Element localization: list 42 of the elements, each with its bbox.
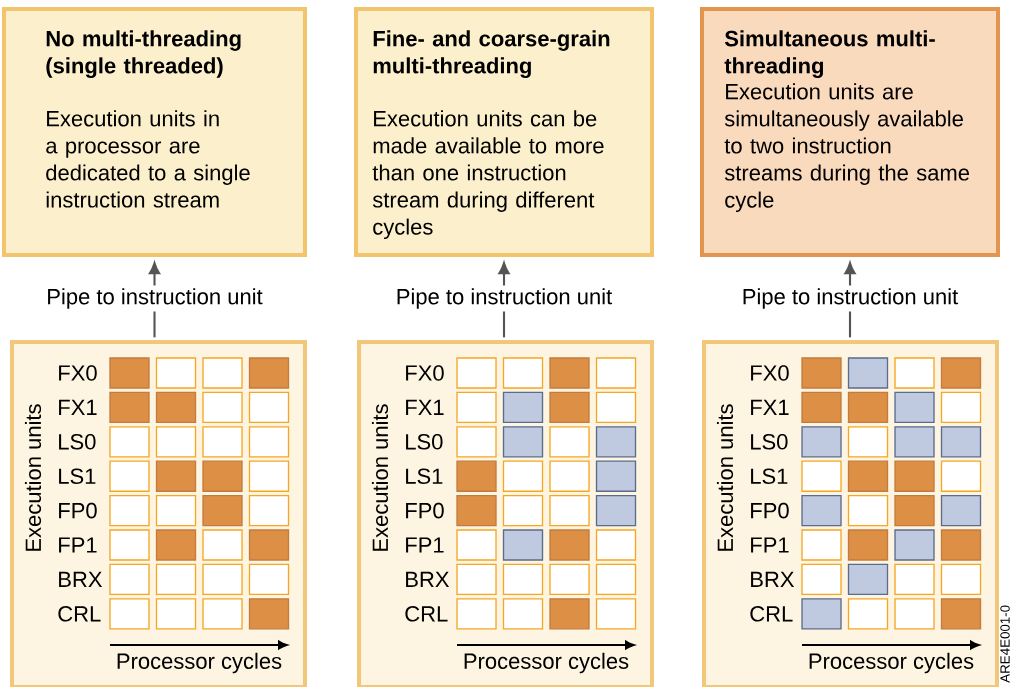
box-heading: Fine- and coarse-grain multi-threading [373,30,610,78]
row-label: FX0 [59,365,97,381]
text-box [700,7,1000,257]
edge-label: Pipe to instruction unit [393,285,615,312]
row-label: LS1 [59,468,96,484]
box-heading: Simultaneous multi-threading [724,30,935,78]
axis-label: Execution units [371,404,389,551]
row-label: LS1 [751,468,788,484]
row-label: FX1 [751,399,789,415]
axis-label: Processor cycles [117,652,282,674]
axis-label: Execution units [24,404,42,551]
box-text: Execution units can be made available to more than one instruction stream during different cycles [372,110,604,240]
edge-label: Pipe to instruction unit [43,285,266,312]
text-box [2,7,307,257]
row-label: LS0 [751,434,788,450]
row-label: CRL [58,606,101,622]
axis-label: Processor cycles [809,652,974,674]
box-text: Execution units in a processor are dedicated to a single instruction stream [46,110,250,208]
axis-label: Execution units [716,404,734,551]
row-label: FX0 [751,365,789,381]
row-label: CRL [750,606,793,622]
row-label: BRX [751,571,795,587]
row-label: FP1 [406,537,444,553]
row-label: FP0 [406,502,444,519]
row-label: LS1 [406,468,443,484]
box-heading: No multi-threading (single threaded) [46,30,241,78]
row-label: CRL [405,606,448,622]
text-box [354,7,654,257]
edge-label: Pipe to instruction unit [739,285,961,312]
row-label: FP0 [751,502,789,519]
row-label: FX0 [406,365,444,381]
row-label: FX1 [406,399,444,415]
row-label: LS0 [406,434,443,450]
row-label: BRX [406,571,450,587]
row-label: LS0 [59,434,96,450]
row-label: FP1 [751,537,789,553]
row-label: FX1 [59,399,97,415]
box-text: Execution units are simultaneously available to two instruction streams during the same cycle [724,83,969,213]
row-label: FP0 [59,502,97,519]
axis-label: Processor cycles [464,652,629,674]
row-label: FP1 [59,537,97,553]
row-label: BRX [59,571,103,587]
